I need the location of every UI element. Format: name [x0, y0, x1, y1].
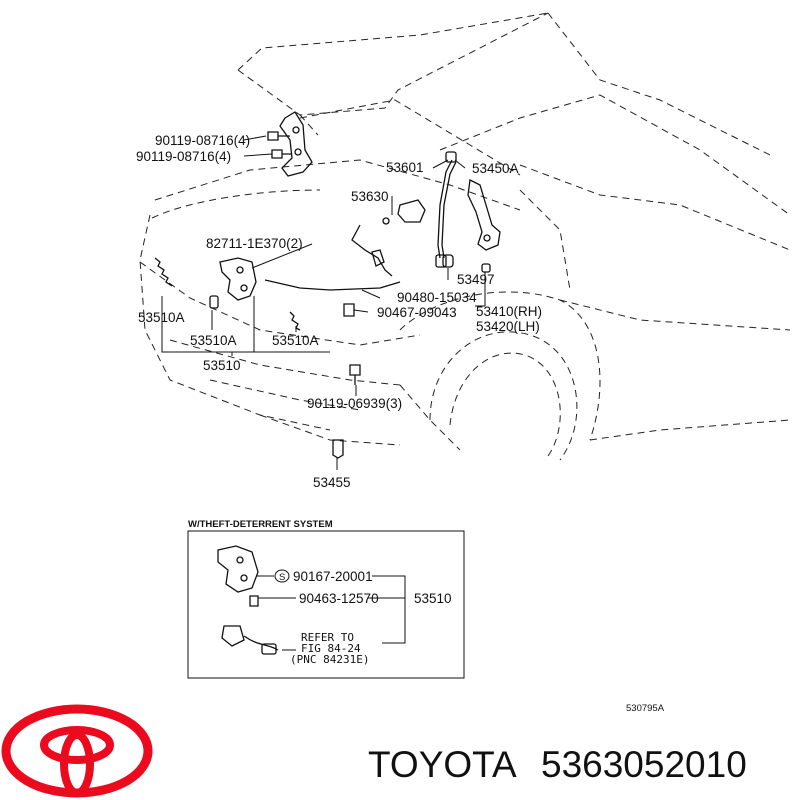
inset-hood-lock [217, 545, 259, 593]
callout-53420-lh: 53420(LH) [476, 319, 540, 334]
inset-frame [187, 530, 465, 679]
callout-53510a-right: 53510A [272, 333, 319, 348]
parts-artwork [154, 111, 501, 459]
callout-53601: 53601 [386, 160, 424, 175]
inset-refer-line-2: FIG 84-24 [301, 642, 361, 655]
theft-deterrent-inset: W/THEFT-DETERRENT SYSTEM S 90167-20001 9… [187, 519, 465, 679]
inset-part-90463-12570: 90463-12570 [299, 591, 379, 606]
callout-82711-1e370: 82711-1E370(2) [206, 236, 303, 251]
callout-53455: 53455 [313, 475, 351, 490]
inset-connector [261, 643, 277, 655]
callout-53630: 53630 [351, 189, 389, 204]
inset-clip [249, 595, 259, 607]
brand-name: TOYOTA [368, 744, 517, 785]
inset-switch [221, 625, 245, 647]
callout-90480-15034: 90480-15034 [397, 290, 477, 305]
callout-53450a: 53450A [472, 161, 519, 176]
callout-53497: 53497 [457, 272, 495, 287]
figure-code: 530795A [626, 703, 665, 714]
callout-53510: 53510 [203, 358, 241, 373]
callout-90119-08716-b: 90119-08716(4) [136, 149, 231, 164]
callout-90119-08716-a: 90119-08716(4) [155, 133, 250, 148]
inset-title: W/THEFT-DETERRENT SYSTEM [188, 519, 333, 530]
callout-53510a-left: 53510A [138, 310, 185, 325]
callout-90467-09043: 90467-09043 [377, 305, 457, 320]
toyota-logo [1, 704, 153, 798]
inset-assembly-53510: 53510 [414, 591, 452, 606]
s-mark-circle [274, 569, 290, 583]
inset-refer-line-1: REFER TO [301, 631, 354, 644]
inset-refer-line-3: (PNC 84231E) [290, 653, 369, 666]
inset-s-mark: S [279, 572, 285, 583]
vehicle-outline [139, 12, 791, 461]
part-number: 5363052010 [541, 744, 747, 785]
inset-part-90167-20001: 90167-20001 [293, 569, 373, 584]
callout-90119-06939: 90119-06939(3) [307, 396, 402, 411]
callout-53410-rh: 53410(RH) [476, 304, 542, 319]
callout-53510a-mid: 53510A [190, 333, 237, 348]
leader-lines [161, 135, 486, 470]
callout-labels: 90119-08716(4) 90119-08716(4) 53601 5345… [136, 133, 542, 490]
